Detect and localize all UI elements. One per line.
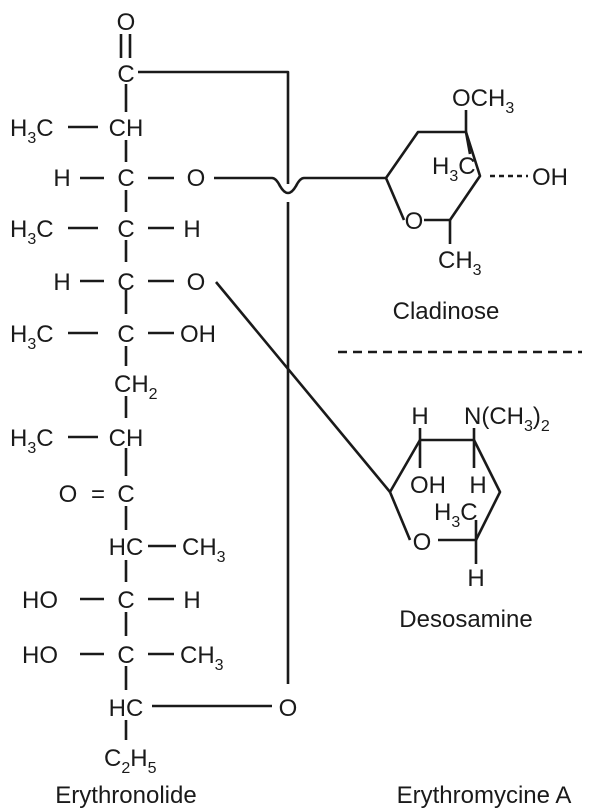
erythronolide-caption: Erythronolide <box>55 782 196 809</box>
desosamine-ring-oxygen: O <box>413 529 432 556</box>
lactone-ring-oxygen: O <box>279 695 298 722</box>
desosamine-methyl-h3c: H3C <box>434 499 478 531</box>
erythronolide-labels: O C H3C CH H C O H3C C H H C O H3C C OH … <box>10 9 297 777</box>
cladinose-labels: OCH3 H3C OH O CH3 Cladinose <box>393 85 568 325</box>
r12-hydroxyl: HO <box>22 642 58 669</box>
desosamine-hydroxyl: OH <box>410 472 446 499</box>
r3-ether-oxygen: O <box>187 165 206 192</box>
r10-center-carbon: HC <box>109 534 144 561</box>
r4-left-group: H3C <box>10 216 54 248</box>
c1-carbon: C <box>117 61 134 88</box>
carbonyl-oxygen: O <box>117 9 136 36</box>
r9-double-bond: = <box>91 481 105 508</box>
cladinose-methyl-ch3: CH3 <box>438 247 482 279</box>
erythronolide-bonds <box>68 34 176 740</box>
desosamine-dimethylamino: N(CH3)2 <box>464 403 550 435</box>
r14-ethyl: C2H5 <box>104 745 157 777</box>
desosamine-top-hydrogen: H <box>411 403 428 430</box>
r9-keto-oxygen: O <box>59 481 78 508</box>
desosamine-labels: H N(CH3)2 OH H H3C O H Desosamine <box>399 403 550 633</box>
r3-left-atom: H <box>53 165 70 192</box>
cladinose-name: Cladinose <box>393 298 500 325</box>
r4-right-atom: H <box>183 216 200 243</box>
erythromycine-a-caption: Erythromycine A <box>397 782 572 809</box>
glycosidic-bonds <box>214 176 392 493</box>
r13-center-carbon: HC <box>109 695 144 722</box>
r6-left-group: H3C <box>10 321 54 353</box>
desosamine-bottom-hydrogen: H <box>467 565 484 592</box>
cladinose-ring <box>384 110 528 244</box>
desosamine-ring <box>388 428 502 564</box>
r12-center-carbon: C <box>117 642 134 669</box>
r7-methylene: CH2 <box>114 371 158 403</box>
r2-center-carbon: CH <box>109 115 144 142</box>
r9-center-carbon: C <box>117 481 134 508</box>
cladinose-methoxy: OCH3 <box>452 85 514 117</box>
cladinose-hydroxyl: OH <box>532 164 568 191</box>
r11-center-carbon: C <box>117 587 134 614</box>
r8-center-carbon: CH <box>109 425 144 452</box>
r3-center-carbon: C <box>117 165 134 192</box>
r8-left-group: H3C <box>10 425 54 457</box>
r6-hydroxyl: OH <box>180 321 216 348</box>
r10-methyl: CH3 <box>182 534 226 566</box>
r11-hydroxyl: HO <box>22 587 58 614</box>
r5-ether-oxygen: O <box>187 269 206 296</box>
cladinose-ring-oxygen: O <box>405 208 424 235</box>
r5-left-atom: H <box>53 269 70 296</box>
r6-center-carbon: C <box>117 321 134 348</box>
cladinose-methyl-h3c: H3C <box>432 153 476 185</box>
lactone-ring-bonds <box>138 70 290 708</box>
desosamine-name: Desosamine <box>399 606 532 633</box>
desosamine-inner-hydrogen: H <box>469 472 486 499</box>
r5-center-carbon: C <box>117 269 134 296</box>
r2-left-group: H3C <box>10 115 54 147</box>
r4-center-carbon: C <box>117 216 134 243</box>
r12-methyl: CH3 <box>180 642 224 674</box>
r11-right-atom: H <box>183 587 200 614</box>
